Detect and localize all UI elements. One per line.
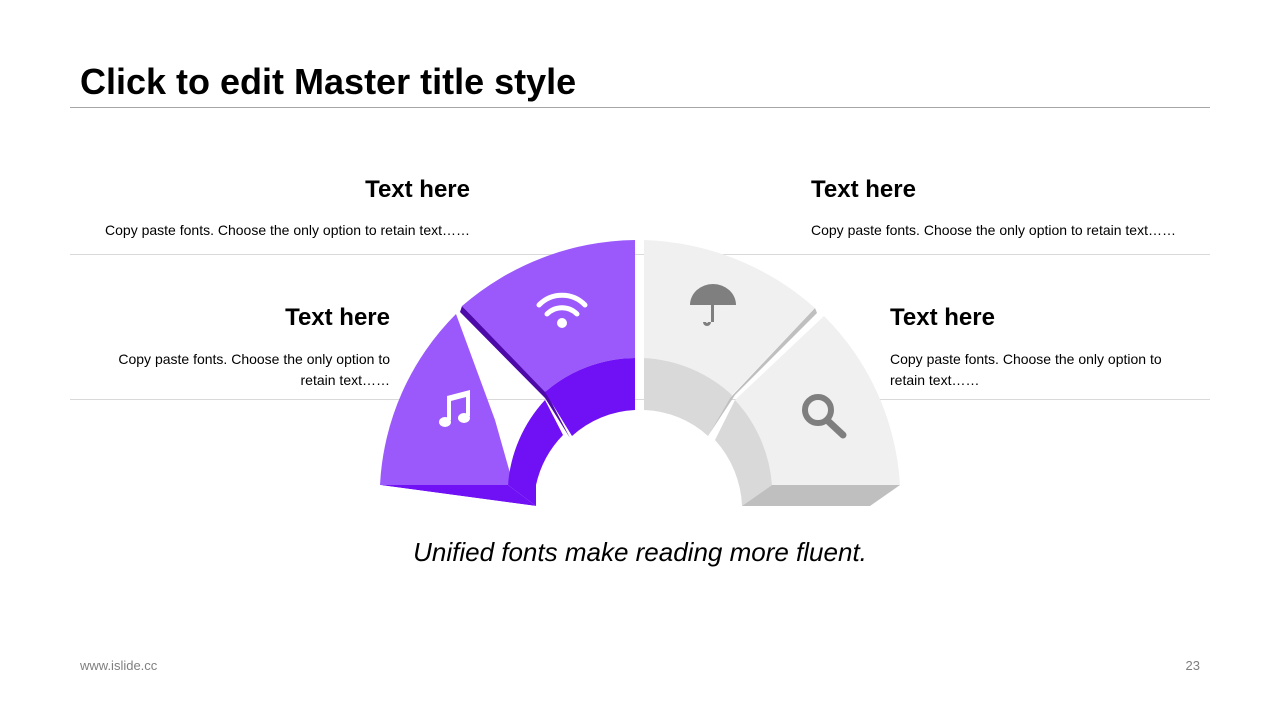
tagline[interactable]: Unified fonts make reading more fluent. (413, 537, 867, 567)
segment-shadow (460, 306, 570, 438)
segment-mask (380, 485, 536, 506)
umbrella-icon (690, 284, 736, 326)
diagram-segment-search[interactable] (715, 316, 900, 506)
segment-shadow (742, 485, 900, 506)
semicircle-diagram (380, 240, 900, 506)
segment-face (644, 240, 815, 395)
segment-inner (644, 358, 732, 436)
mid-left-body[interactable]: Copy paste fonts. Choose the only option… (118, 351, 390, 388)
top-left-body[interactable]: Copy paste fonts. Choose the only option… (105, 222, 470, 238)
footer-url: www.islide.cc (80, 658, 158, 673)
mid-left-heading[interactable]: Text here (285, 304, 390, 331)
title-divider (70, 107, 1210, 108)
music-note-icon (439, 390, 470, 427)
search-icon (802, 394, 847, 439)
top-left-heading[interactable]: Text here (365, 176, 470, 203)
segment-shadow (708, 308, 817, 436)
segment-face (380, 314, 510, 485)
mid-right-body[interactable]: Copy paste fonts. Choose the only option… (890, 351, 1162, 388)
row-divider-bottom (70, 399, 1210, 400)
segment-inner (715, 400, 772, 506)
top-right-body[interactable]: Copy paste fonts. Choose the only option… (811, 222, 1176, 238)
segment-face (735, 316, 900, 485)
top-right-heading[interactable]: Text here (811, 176, 916, 203)
page-number: 23 (1185, 658, 1200, 673)
mid-right-heading[interactable]: Text here (890, 304, 995, 331)
segment-inner (545, 358, 635, 436)
diagram-segment-umbrella[interactable] (644, 240, 817, 436)
slide-title[interactable]: Click to edit Master title style (80, 61, 577, 102)
segment-inner (508, 400, 563, 506)
diagram-segment-music[interactable] (380, 314, 563, 506)
row-divider-top (70, 254, 1210, 255)
wifi-icon (536, 292, 588, 328)
